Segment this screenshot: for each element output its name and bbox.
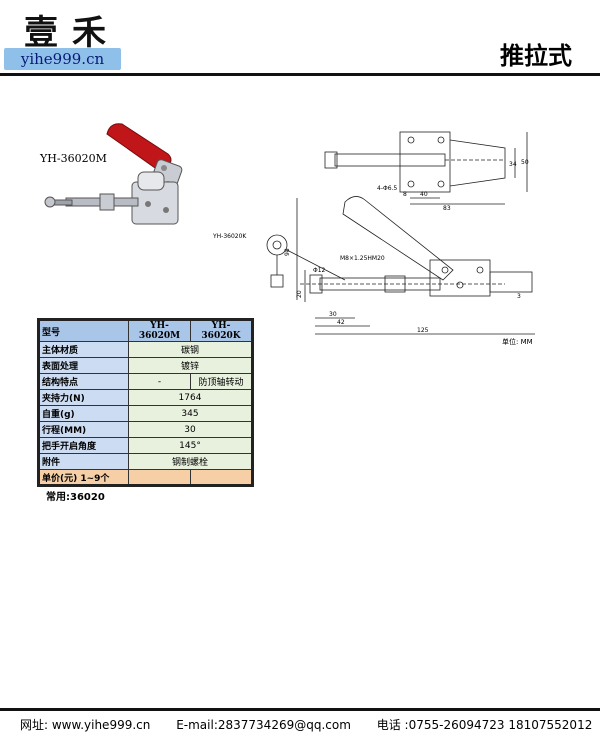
header-divider [0,73,600,76]
dim-125: 125 [417,327,429,334]
price-label: 单价(元) 1~9个 [37,469,129,487]
spec-label: 主体材质 [37,341,129,358]
spec-label: 结构特点 [37,373,129,390]
footer-email[interactable]: E-mail:2837734269@qq.com [176,718,351,732]
spec-model-k: YH-36020K [190,318,254,342]
footer-website[interactable]: 网址: www.yihe999.cn [20,718,151,732]
kit-label: YH-36020K [212,233,247,240]
spec-row: 自重(g) 345 [37,405,254,422]
thread-label: M8×1.25HM20 [340,255,385,262]
spec-label: 附件 [37,453,129,470]
spec-value: 镀锌 [128,357,254,374]
spec-price-row: 单价(元) 1~9个 [37,469,254,487]
unit-note: 单位: MM [502,338,533,346]
spec-row: 结构特点 - 防顶轴转动 [37,373,254,390]
spec-row: 夹持力(N) 1764 [37,389,254,406]
dim-30: 30 [329,311,337,318]
spec-label: 行程(MM) [37,421,129,438]
common-note: 常用:36020 [46,492,105,503]
spec-row: 把手开启角度 145° [37,437,254,454]
spec-value: 345 [128,405,254,422]
dim-34: 34 [509,161,517,168]
dim-40: 40 [420,191,428,198]
spec-value: 1764 [128,389,254,406]
spec-value: 145° [128,437,254,454]
footer-phone: 电话 :0755-26094723 18107552012 [376,718,593,732]
spec-value: 钢制螺栓 [128,453,254,470]
spec-value: 碳钢 [128,341,254,358]
spec-label: 夹持力(N) [37,389,129,406]
product-photo [44,123,183,225]
dim-98: 98 [284,248,291,256]
spec-row: 行程(MM) 30 [37,421,254,438]
spec-header-row: 型号 YH-36020M YH-36020K [37,318,254,342]
spec-row: 主体材质 碳钢 [37,341,254,358]
spec-label: 把手开启角度 [37,437,129,454]
dim-50: 50 [521,159,529,166]
spec-row: 表面处理 镀锌 [37,357,254,374]
footer: 网址: www.yihe999.cn E-mail:2837734269@qq.… [20,716,600,733]
spec-label: 型号 [37,318,129,342]
logo-chinese: 壹禾 [24,13,120,53]
dim-8: 8 [403,191,407,198]
dim-83: 83 [443,205,451,212]
technical-drawing: 4-Φ6.5 8 40 83 34 50 98 Φ12 20 30 42 125… [212,131,535,335]
page-title: 推拉式 [500,42,572,70]
spec-label: 自重(g) [37,405,129,422]
dim-3: 3 [517,293,521,300]
spec-value-k: 防顶轴转动 [190,373,254,390]
spec-value-m: - [128,373,191,390]
product-model-caption: YH-36020M [40,152,107,165]
dim-20: 20 [296,290,303,298]
spec-table: 型号 YH-36020M YH-36020K 主体材质 碳钢 表面处理 镀锌 结… [37,318,254,487]
price-k [190,469,254,487]
dim-hole: 4-Φ6.5 [377,185,397,192]
spec-row: 附件 钢制螺栓 [37,453,254,470]
spec-value: 30 [128,421,254,438]
dim-phi12: Φ12 [313,267,326,274]
dim-42: 42 [337,319,345,326]
spec-label: 表面处理 [37,357,129,374]
price-m [128,469,191,487]
logo-url-badge: yihe999.cn [4,48,121,70]
spec-model-m: YH-36020M [128,318,191,342]
footer-divider [0,708,600,711]
